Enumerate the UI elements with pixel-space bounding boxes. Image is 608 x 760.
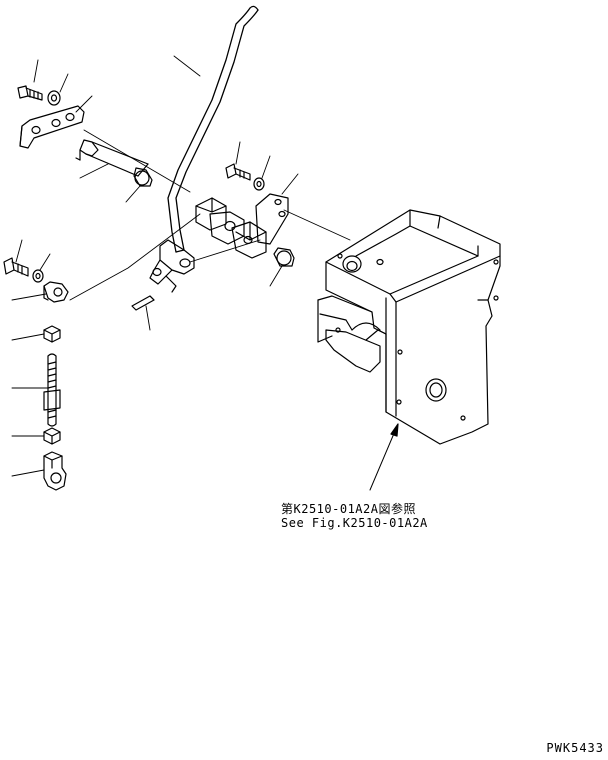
nut-lower [44, 428, 60, 444]
pin [132, 296, 154, 310]
bolt-top-left [18, 86, 42, 100]
bolt-left [4, 258, 28, 276]
washer-middle [254, 178, 264, 190]
bolt-middle [226, 164, 250, 180]
rod-end-upper [44, 282, 68, 302]
lever-arm [150, 240, 194, 292]
washer-left [33, 270, 43, 282]
nut-upper [44, 326, 60, 342]
reference-label-en: See Fig.K2510-01A2A [281, 516, 428, 530]
pivot-shaft [76, 140, 148, 176]
reference-label-jp: 第K2510-01A2A図参照 [281, 502, 416, 516]
bushing-left [134, 168, 152, 186]
threaded-rod [44, 354, 60, 426]
leader-lines [12, 56, 298, 476]
rod-end-lower [44, 452, 66, 490]
drawing-code: PWK5433 [546, 741, 604, 755]
control-lever [168, 6, 258, 252]
reference-arrow [370, 424, 398, 490]
clevis-bracket [196, 198, 266, 258]
bushing-right [274, 248, 294, 266]
washer-top-left [48, 91, 60, 105]
mounting-plate [20, 106, 84, 148]
housing [318, 210, 500, 444]
side-plate [256, 194, 288, 244]
